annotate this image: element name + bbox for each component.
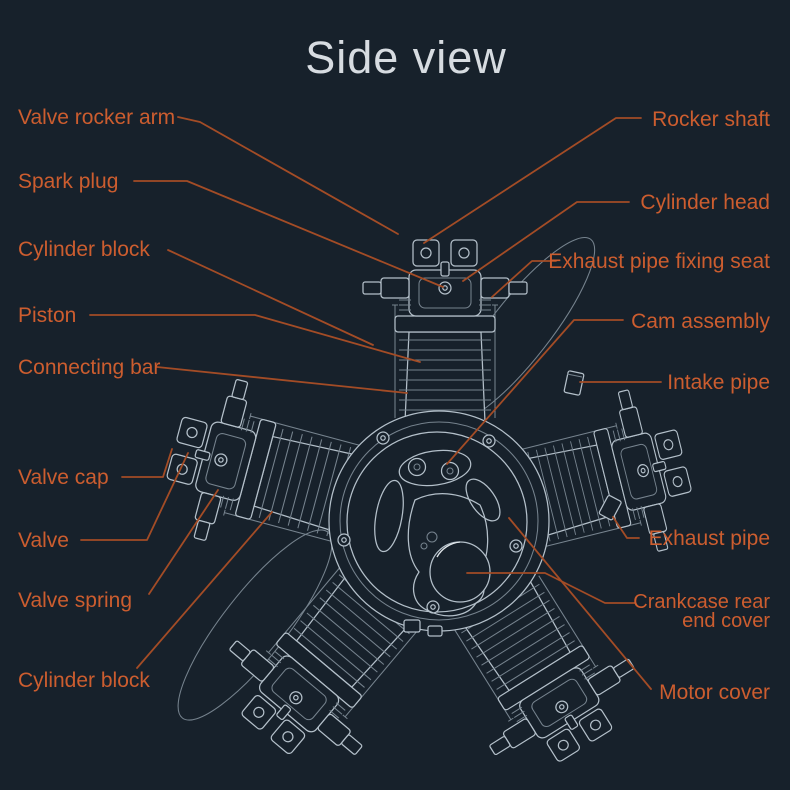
leader-valve [80,452,189,541]
leader-lines [80,116,662,690]
leader-cam-assembly [446,319,624,465]
leader-motor-cover [508,517,652,690]
label-crankcase-rear-end-cover: Crankcase rear end cover [633,591,770,632]
leader-cylinder-head [462,201,630,282]
leader-crankcase-rear-end-cover [466,572,636,604]
label-motor-cover: Motor cover [659,681,770,704]
label-valve-spring: Valve spring [18,589,133,612]
label-valve: Valve [18,529,69,552]
page-title: Side view [305,32,507,83]
label-valve-rocker-arm: Valve rocker arm [18,106,176,129]
label-cam-assembly: Cam assembly [631,310,770,333]
label-connecting-bar: Connecting bar [18,356,161,379]
intake-pipe-part [563,370,585,396]
label-rocker-shaft: Rocker shaft [652,108,770,131]
label-cylinder-block-bottom: Cylinder block [18,669,150,692]
leader-exhaust-pipe-fixing-seat [491,260,557,298]
leader-cylinder-block-bottom [136,511,273,669]
leader-rocker-shaft [423,117,642,244]
label-exhaust-pipe-fixing-seat: Exhaust pipe fixing seat [548,250,770,273]
leader-connecting-bar [156,366,408,394]
leader-cylinder-block-top [167,249,374,346]
label-spark-plug: Spark plug [18,170,119,193]
cylinder-top [362,239,528,423]
label-exhaust-pipe: Exhaust pipe [648,527,770,550]
cam-assembly-part [398,449,472,487]
rear-cover-dome [429,541,491,603]
label-cylinder-head: Cylinder head [640,191,770,214]
label-intake-pipe: Intake pipe [667,371,770,394]
leader-spark-plug [133,180,444,288]
leader-exhaust-pipe [612,516,640,539]
label-piston: Piston [18,304,77,327]
label-cylinder-block-top: Cylinder block [18,238,150,261]
exhaust-pipe-part [598,494,622,521]
leader-valve-spring [148,489,219,595]
leader-piston [89,314,421,363]
leader-valve-rocker-arm [177,116,399,235]
leader-valve-cap [121,448,173,478]
crankcase [328,410,550,637]
label-valve-cap: Valve cap [18,466,109,489]
